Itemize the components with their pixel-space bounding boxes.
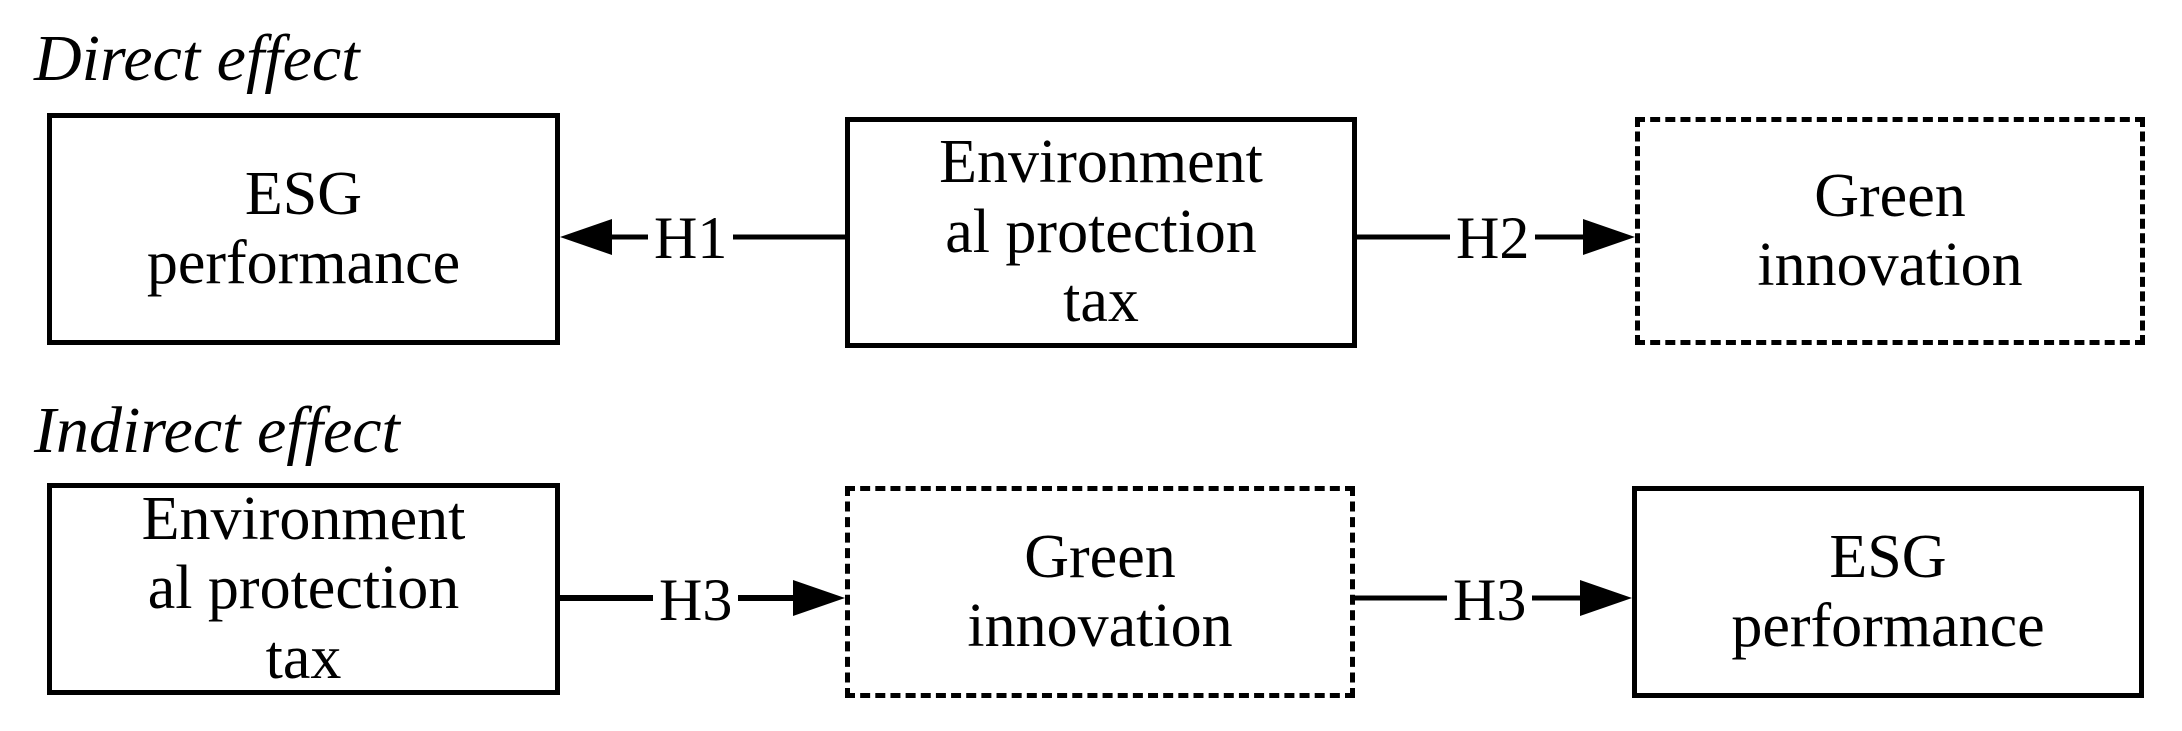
hypothesis-h3-left-label: H3 [653, 570, 739, 630]
box-line: al protection [147, 554, 460, 623]
box-line: Green [1024, 522, 1176, 591]
box-line: Environment [141, 484, 466, 553]
box-line: innovation [1757, 231, 2023, 299]
h3-right-arrowhead [1580, 580, 1632, 616]
h3-left-arrowhead [793, 580, 845, 616]
green-innovation-box-indirect: Green innovation [845, 486, 1355, 698]
box-line: tax [1063, 267, 1139, 336]
box-line: ESG [244, 159, 363, 228]
h2-arrowhead [1583, 219, 1635, 255]
box-line: Green [1814, 161, 1966, 230]
hypothesis-h3-right-label: H3 [1447, 570, 1533, 630]
hypothesis-h1-label: H1 [648, 208, 734, 268]
box-line: performance [1731, 592, 2045, 660]
box-line: Environment [939, 128, 1263, 197]
box-line: al protection [945, 197, 1257, 266]
box-line: ESG [1829, 522, 1947, 591]
esg-performance-box: ESG performance [47, 113, 560, 345]
hypothesis-h2-label: H2 [1450, 208, 1536, 268]
esg-performance-box-indirect: ESG performance [1632, 486, 2144, 698]
h1-arrowhead [560, 219, 612, 255]
box-line: performance [146, 229, 461, 297]
indirect-effect-title: Indirect effect [34, 394, 400, 467]
direct-effect-title: Direct effect [34, 22, 360, 95]
environmental-protection-tax-box: Environment al protection tax [845, 117, 1357, 348]
green-innovation-box: Green innovation [1635, 117, 2145, 345]
box-line: tax [265, 623, 342, 692]
box-line: innovation [967, 592, 1233, 660]
environmental-protection-tax-box-indirect: Environment al protection tax [47, 483, 560, 695]
